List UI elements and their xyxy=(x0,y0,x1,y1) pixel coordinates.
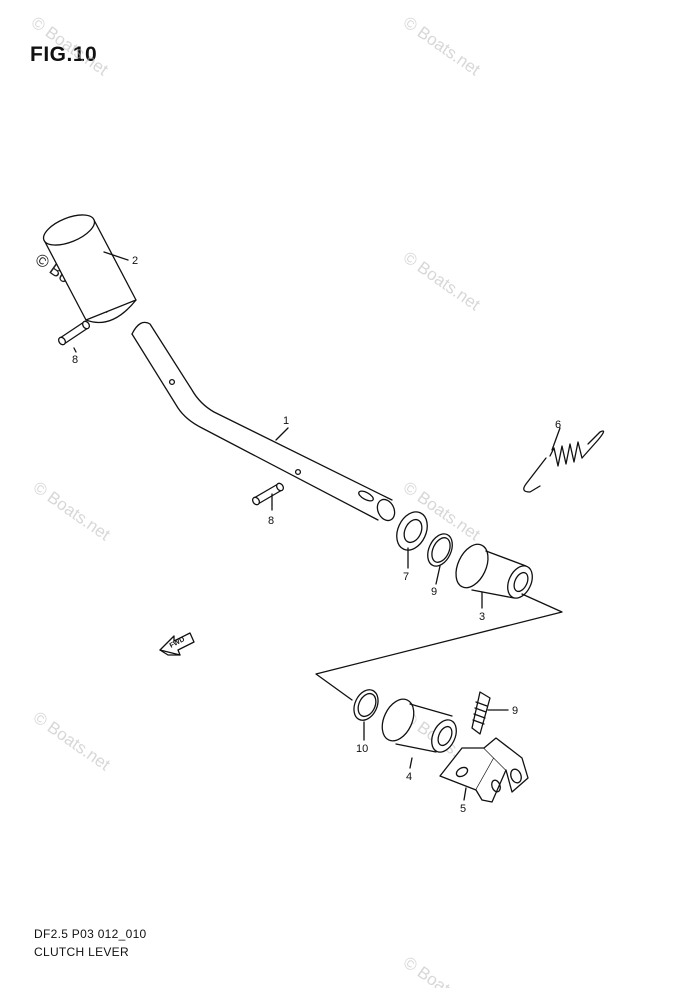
callout-9: 9 xyxy=(431,586,437,598)
callout-8: 8 xyxy=(268,515,274,527)
leader-separator xyxy=(315,593,563,701)
callout-10: 10 xyxy=(356,743,368,755)
figure-code: DF2.5 P03 012_010 xyxy=(34,927,147,941)
callout-4: 4 xyxy=(406,771,412,783)
callout-1: 1 xyxy=(283,415,289,427)
bushing-part xyxy=(381,698,457,753)
leader-lines xyxy=(73,251,561,801)
grip-part xyxy=(42,214,137,324)
callout-8: 8 xyxy=(72,354,78,366)
lever-rod-part xyxy=(131,321,396,522)
bushing-part xyxy=(455,543,533,599)
spring-part xyxy=(523,430,605,493)
washer-part xyxy=(396,511,428,551)
figure-name: CLUTCH LEVER xyxy=(34,945,129,959)
pin-part xyxy=(251,482,285,506)
callout-2: 2 xyxy=(132,255,138,267)
callout-labels: 1 2 8 8 7 9 3 6 10 4 5 9 xyxy=(72,255,561,815)
watermark-text: © Boats.net xyxy=(400,13,484,80)
watermark-text: © Boats.net xyxy=(30,478,114,545)
callout-7: 7 xyxy=(403,571,409,583)
o-ring-part xyxy=(427,533,453,567)
bracket-part xyxy=(439,737,529,803)
watermark-text: © Boats.net xyxy=(28,13,112,80)
watermark-text: © Boats.net xyxy=(400,248,484,315)
o-ring-part xyxy=(353,689,379,721)
callout-6: 6 xyxy=(555,419,561,431)
callout-9: 9 xyxy=(512,705,518,717)
figure-title: FIG.10 xyxy=(30,43,98,66)
fwd-arrow-icon xyxy=(159,632,195,656)
callout-3: 3 xyxy=(479,611,485,623)
pin-part xyxy=(57,320,91,346)
watermark-text: © Boats.net xyxy=(400,953,484,988)
screw-part xyxy=(471,691,491,735)
watermark-text: © Boats.net xyxy=(30,708,114,775)
callout-5: 5 xyxy=(460,803,466,815)
